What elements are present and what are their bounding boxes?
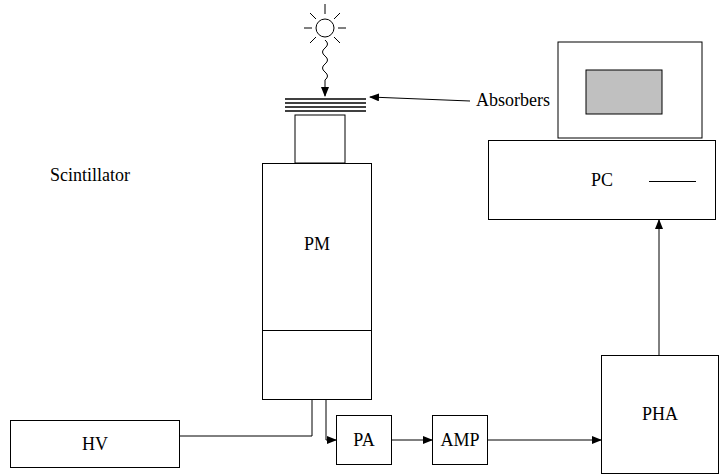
signal-wire — [488, 440, 601, 441]
preamp-box: PA — [336, 415, 392, 465]
computer-box: PC — [488, 140, 716, 220]
box-label: PHA — [642, 404, 678, 425]
power-supply-box: HV — [10, 420, 180, 468]
box-label: PA — [353, 430, 374, 451]
box-label: PM — [304, 234, 330, 255]
leader-line — [370, 97, 470, 101]
tube-base-divider — [263, 330, 371, 331]
monitor — [558, 42, 702, 138]
absorbers-label: Absorbers — [476, 90, 550, 111]
signal-wire — [392, 440, 432, 441]
analyzer-box: PHA — [601, 355, 719, 474]
scintillator-crystal — [295, 115, 345, 163]
scintillator-label: Scintillator — [50, 165, 130, 186]
drive-slot — [649, 181, 696, 182]
box-label: HV — [82, 434, 108, 455]
box-label: AMP — [440, 430, 479, 451]
amplifier-box: AMP — [432, 415, 488, 465]
photomultiplier-box: PM — [262, 163, 372, 400]
signal-wire — [180, 400, 312, 436]
box-label: PC — [591, 170, 613, 191]
signal-wire — [326, 400, 336, 440]
signal-wire — [659, 220, 660, 355]
absorbers — [285, 99, 366, 111]
light-source — [304, 4, 346, 96]
